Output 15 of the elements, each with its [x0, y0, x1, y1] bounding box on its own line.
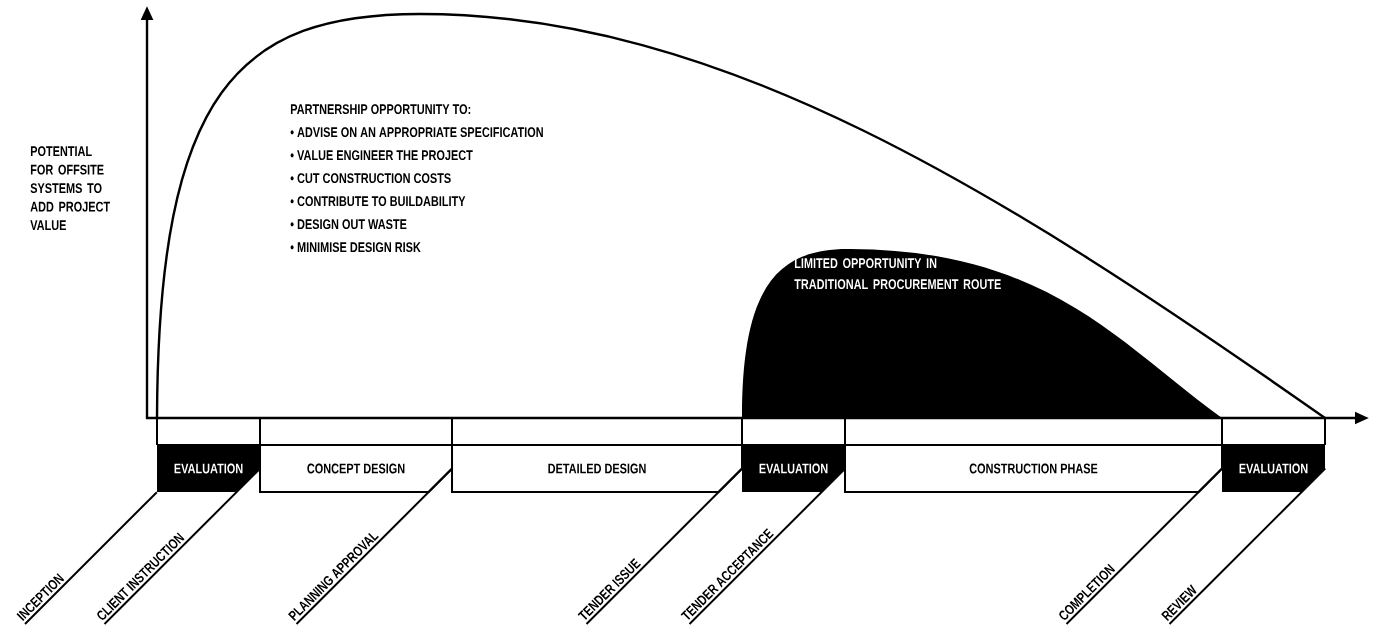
phase-box: DETAILED DESIGN: [451, 444, 743, 493]
phase-box: EVALUATION: [157, 445, 260, 492]
leader-line: [585, 467, 744, 625]
phase-box: EVALUATION: [1222, 445, 1325, 492]
phase-box: CONCEPT DESIGN: [259, 444, 453, 493]
leader-line: [688, 467, 847, 625]
limited-opportunity-hump: LIMITED OPPORTUNITY IN TRADITIONAL PROCUREMENT ROUTE: [742, 249, 1222, 418]
leader-line: [103, 467, 262, 625]
leader-line: [24, 491, 158, 625]
phase-box: CONSTRUCTION PHASE: [844, 444, 1223, 493]
leader-line: [1168, 467, 1327, 625]
leader-line: [1065, 467, 1224, 625]
leader-line: [295, 467, 454, 625]
phase-box: EVALUATION: [742, 445, 845, 492]
axis-label: POTENTIAL FOR OFFSITE SYSTEMS TO ADD PROJECT VALUE: [30, 146, 110, 231]
